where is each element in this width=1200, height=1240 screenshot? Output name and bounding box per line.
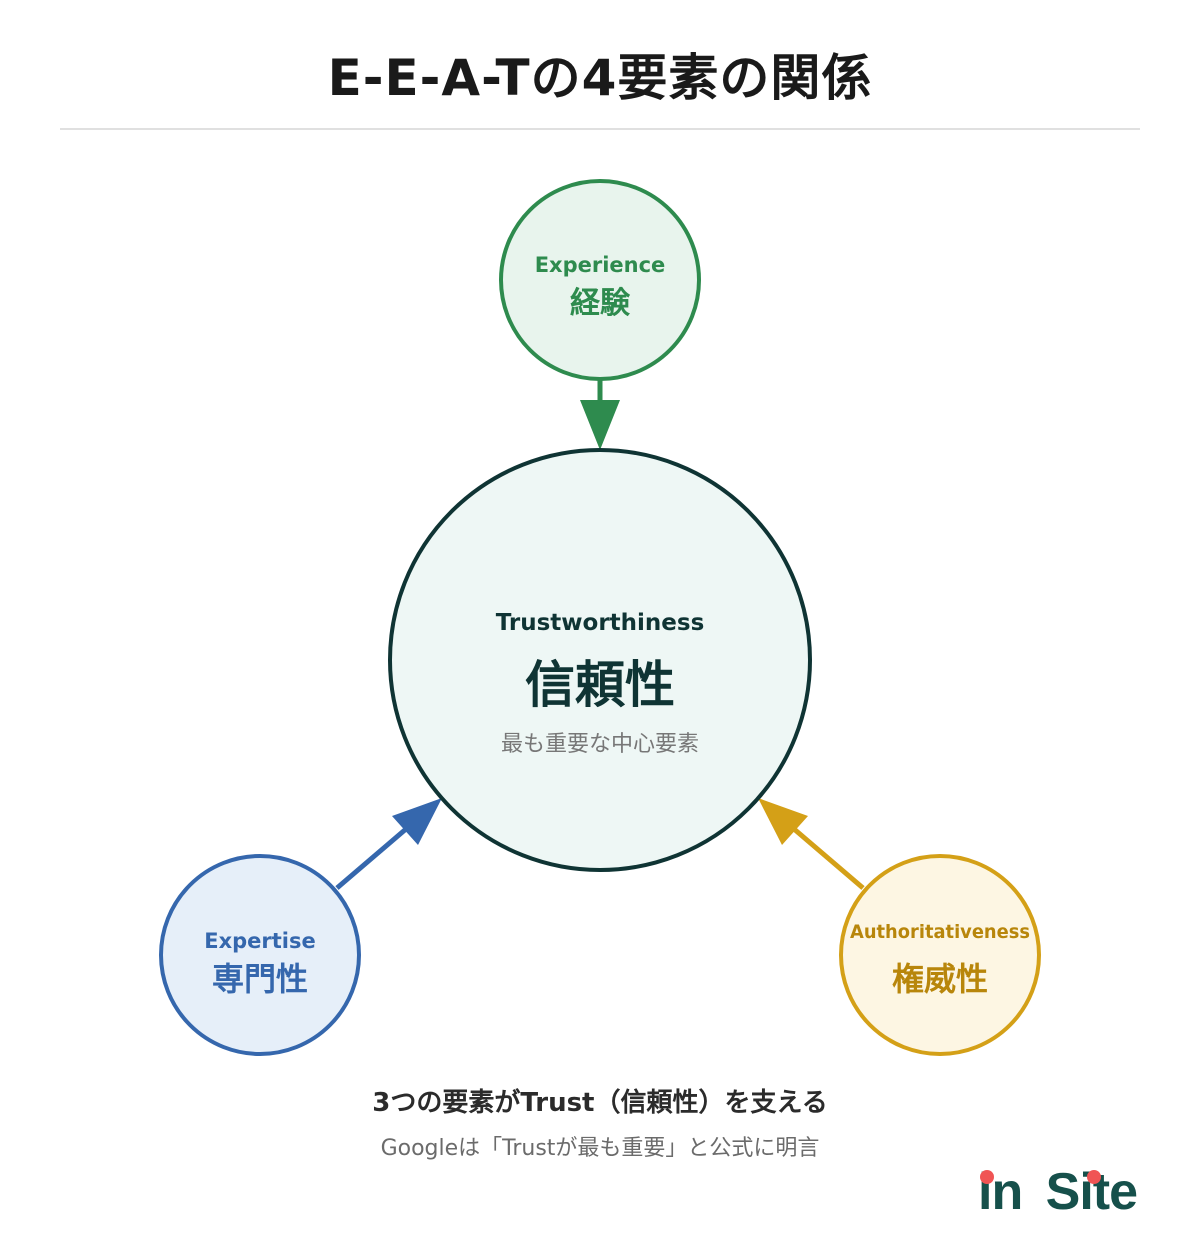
node-trust: Trustworthiness 信頼性 最も重要な中心要素 (388, 448, 812, 872)
logo-part-site: Site (1046, 1166, 1138, 1218)
trust-note: 最も重要な中心要素 (501, 732, 699, 757)
caption-sub: Googleは「Trustが最も重要」と公式に明言 (380, 1136, 820, 1161)
logo-dot-icon (980, 1170, 994, 1184)
experience-en-label: Experience (535, 253, 666, 277)
logo-part-in: in (978, 1166, 1023, 1218)
authority-en-label: Authoritativeness (850, 921, 1030, 943)
caption-main: 3つの要素がTrust（信頼性）を支える (372, 1088, 828, 1118)
trust-ja-label: 信頼性 (525, 656, 675, 714)
node-experience: Experience 経験 (499, 179, 701, 381)
node-expertise: Expertise 専門性 (159, 854, 361, 1056)
logo-dot-icon (1086, 1170, 1101, 1184)
insite-logo: in Site (978, 1166, 1138, 1218)
experience-ja-label: 経験 (570, 286, 631, 321)
expertise-en-label: Expertise (204, 929, 316, 953)
node-authority: Authoritativeness 権威性 (839, 854, 1041, 1056)
arrow-authority-to-trust (758, 798, 865, 890)
title-divider (60, 128, 1140, 130)
authority-ja-label: 権威性 (892, 960, 988, 998)
trust-en-label: Trustworthiness (496, 610, 705, 636)
expertise-ja-label: 専門性 (212, 960, 308, 998)
page-title: E-E-A-Tの4要素の関係 (327, 49, 873, 107)
arrow-expertise-to-trust (335, 798, 442, 890)
arrow-experience-to-trust (580, 380, 620, 450)
